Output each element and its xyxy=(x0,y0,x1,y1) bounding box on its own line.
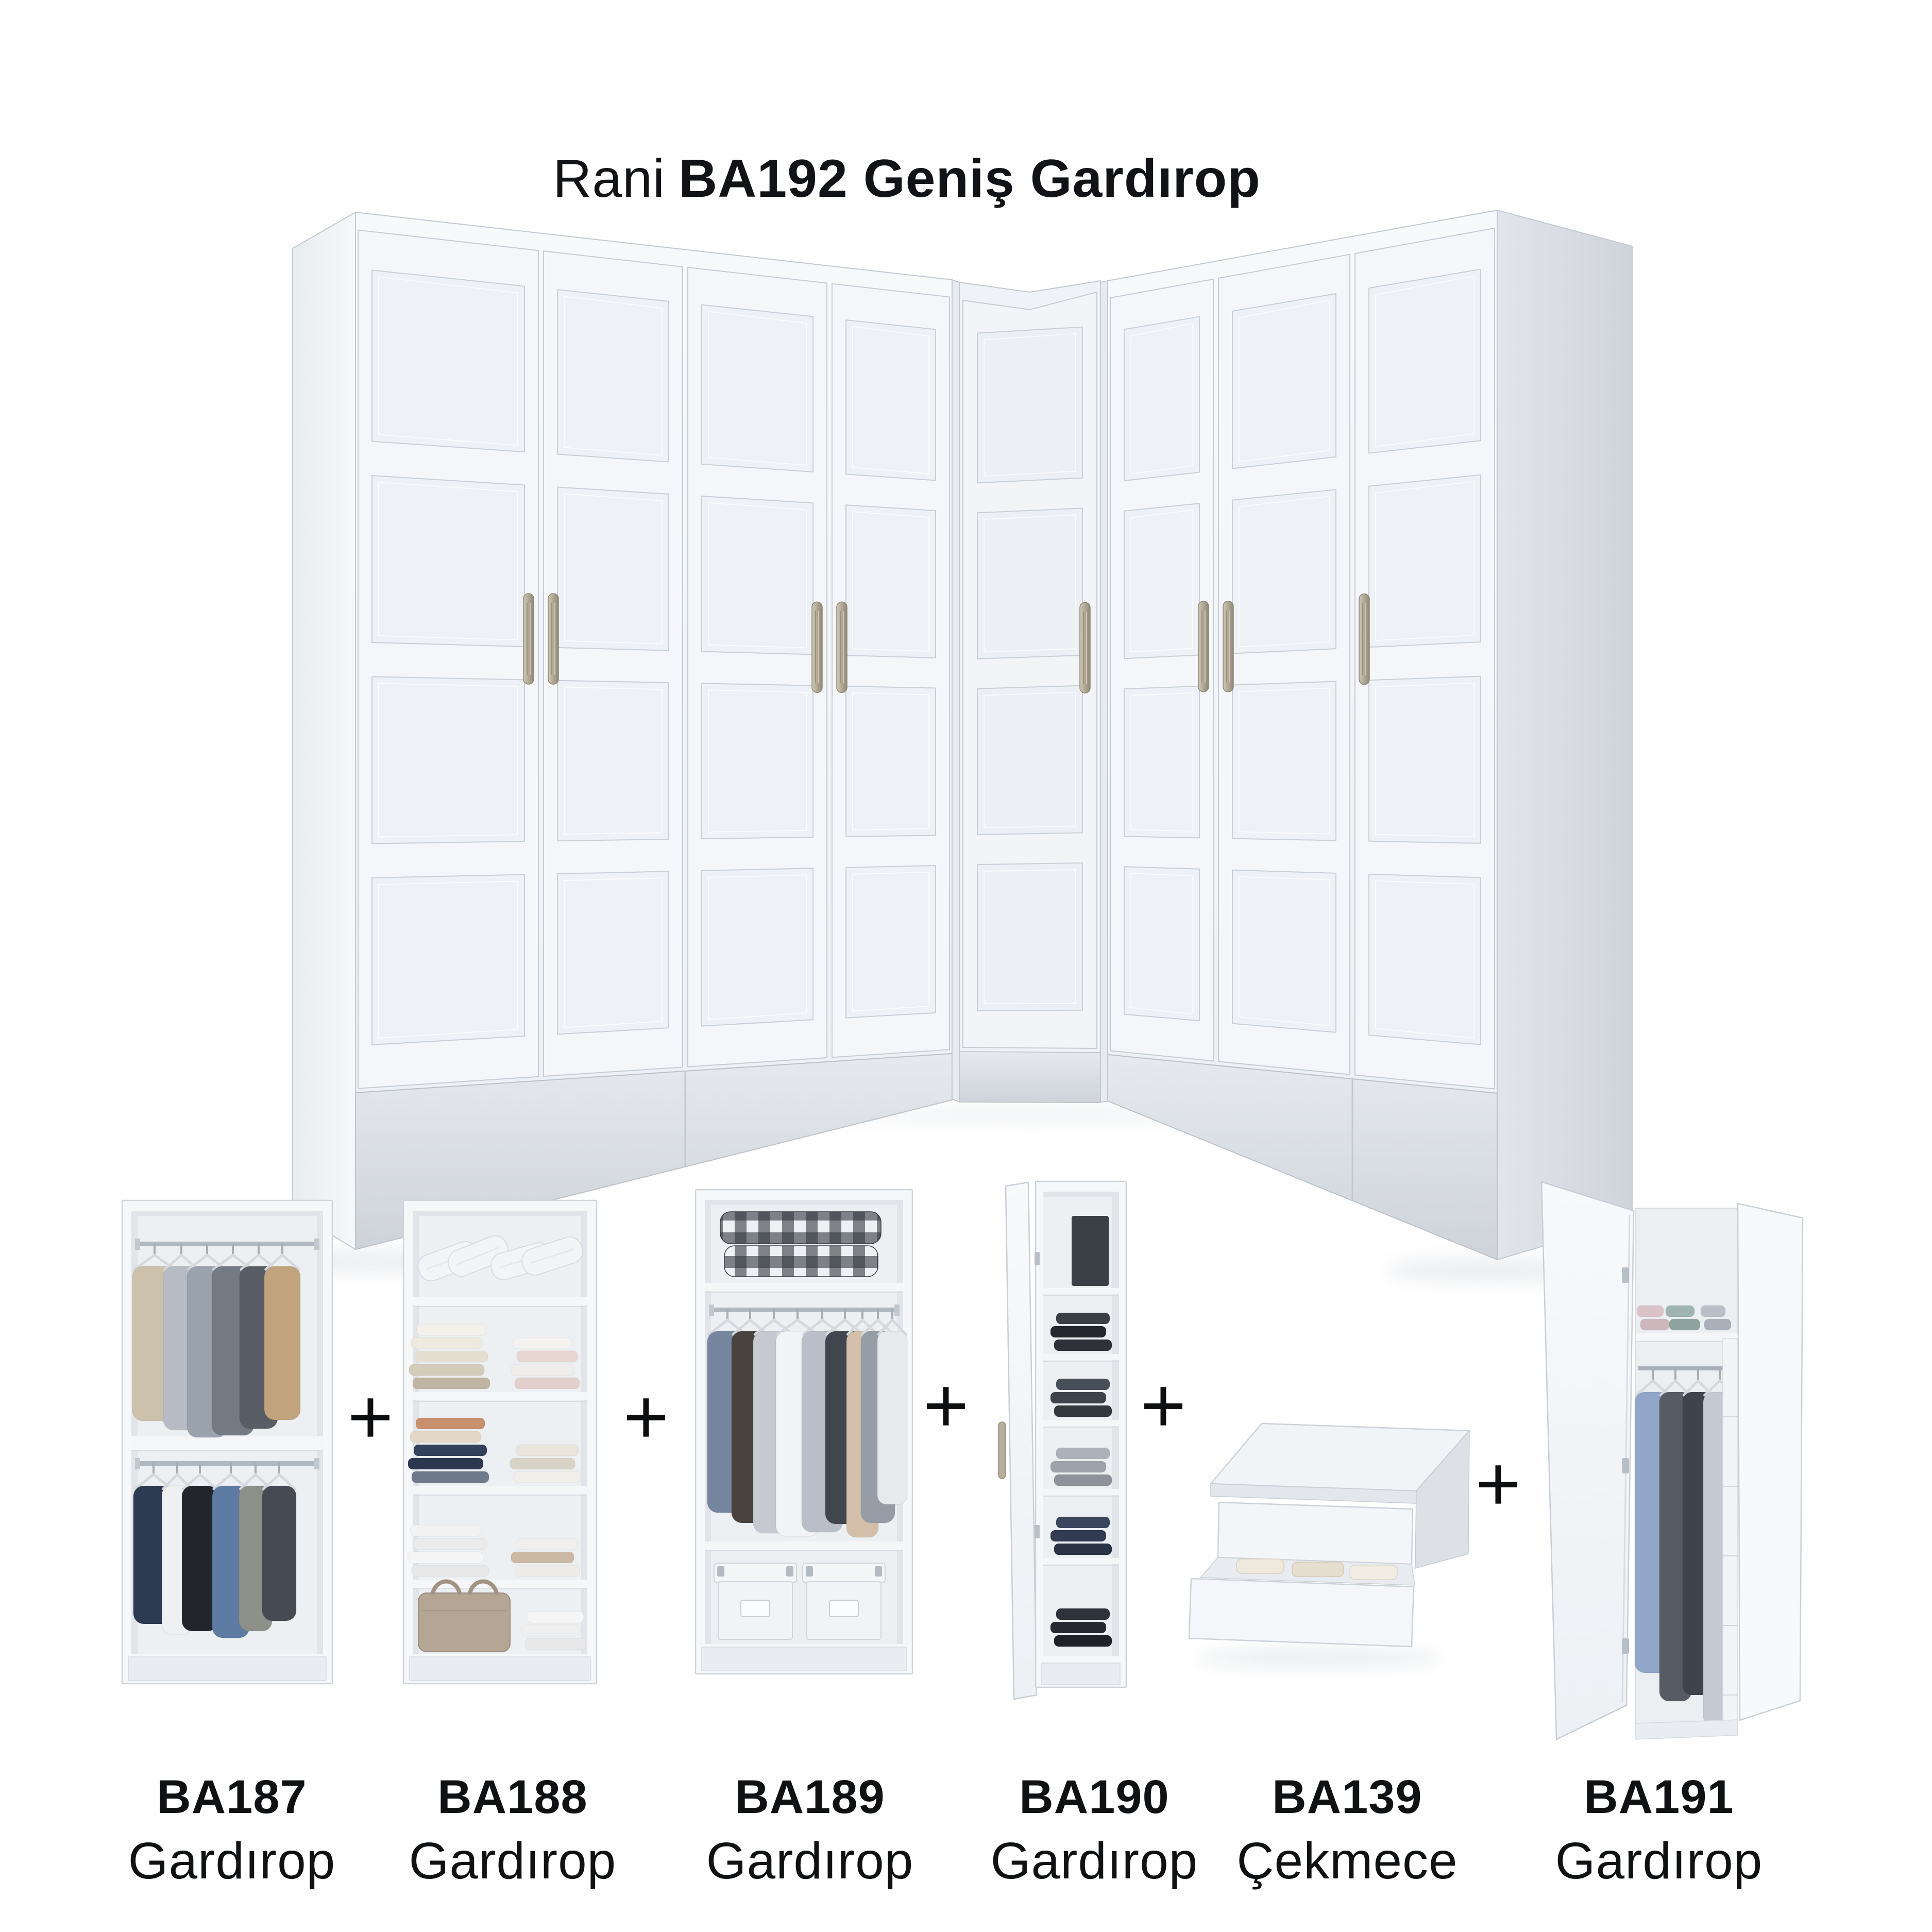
component-label-ba188: BA188 Gardırop xyxy=(332,1771,693,1891)
component-type: Gardırop xyxy=(706,1832,914,1890)
component-label-ba191: BA191 Gardırop xyxy=(1479,1771,1839,1891)
component-type: Gardırop xyxy=(128,1832,336,1890)
brand-name: Rani xyxy=(553,148,666,209)
component-label-ba139: BA139 Çekmece xyxy=(1167,1771,1528,1891)
component-type: Gardırop xyxy=(409,1832,617,1890)
plus-icon: + xyxy=(1475,1440,1521,1528)
ba190-illustration xyxy=(998,1180,1127,1700)
component-code: BA187 xyxy=(157,1771,307,1823)
left-wing xyxy=(355,212,953,1250)
component-code: BA139 xyxy=(1272,1771,1422,1823)
component-code: BA188 xyxy=(437,1771,588,1823)
plus-icon: + xyxy=(923,1362,969,1449)
component-code: BA190 xyxy=(1019,1771,1170,1823)
component-type: Gardırop xyxy=(990,1832,1198,1890)
component-label-ba189: BA189 Gardırop xyxy=(630,1771,990,1891)
plus-icon: + xyxy=(623,1373,669,1461)
corner-unit xyxy=(952,279,1108,1103)
hero-corner-wardrobe xyxy=(273,210,1633,1282)
plus-icon: + xyxy=(1140,1362,1187,1449)
right-wing xyxy=(1107,210,1498,1260)
product-name: BA192 Geniş Gardırop xyxy=(679,148,1261,209)
component-code: BA191 xyxy=(1584,1771,1734,1823)
component-type: Çekmece xyxy=(1236,1832,1458,1890)
ba188-illustration xyxy=(402,1199,598,1685)
ba187-illustration xyxy=(121,1199,333,1685)
ba191-illustration xyxy=(1540,1181,1804,1740)
ba139-illustration xyxy=(1188,1422,1470,1667)
component-code: BA189 xyxy=(735,1771,885,1823)
plus-icon: + xyxy=(347,1373,394,1461)
component-label-ba187: BA187 Gardırop xyxy=(52,1771,412,1891)
component-type: Gardırop xyxy=(1555,1832,1763,1890)
ba189-illustration xyxy=(694,1189,913,1675)
component-label-ba190: BA190 Gardırop xyxy=(914,1771,1275,1891)
